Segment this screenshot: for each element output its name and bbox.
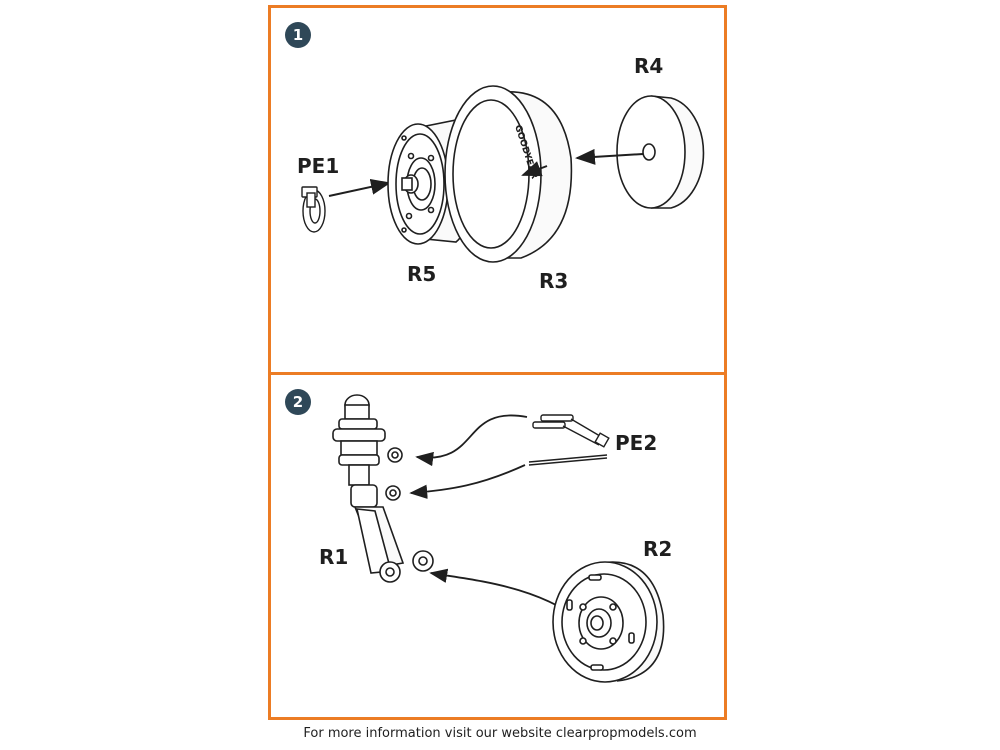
r3-tire: GOODYEAR bbox=[444, 85, 573, 263]
r2-nose-wheel bbox=[552, 561, 665, 683]
label-r4: R4 bbox=[634, 54, 664, 78]
step-2-panel: 2 bbox=[268, 372, 727, 720]
label-r5: R5 bbox=[407, 262, 437, 286]
label-pe1: PE1 bbox=[297, 154, 340, 178]
pe2-part bbox=[528, 414, 610, 466]
step-1-diagram: GOODYEAR bbox=[301, 85, 705, 263]
step-1-panel: 1 bbox=[268, 5, 727, 375]
step-2-diagram bbox=[332, 394, 665, 683]
label-r3: R3 bbox=[539, 269, 569, 293]
label-r1: R1 bbox=[319, 545, 349, 569]
pe1-part bbox=[301, 186, 326, 233]
label-pe2: PE2 bbox=[615, 431, 658, 455]
step-2-badge: 2 bbox=[285, 389, 311, 415]
r4-wheel-cover bbox=[616, 95, 705, 209]
r1-landing-gear-strut bbox=[332, 394, 434, 583]
step-1-badge: 1 bbox=[285, 22, 311, 48]
label-r2: R2 bbox=[643, 537, 673, 561]
footer-website-note: For more information visit our website c… bbox=[303, 726, 697, 741]
